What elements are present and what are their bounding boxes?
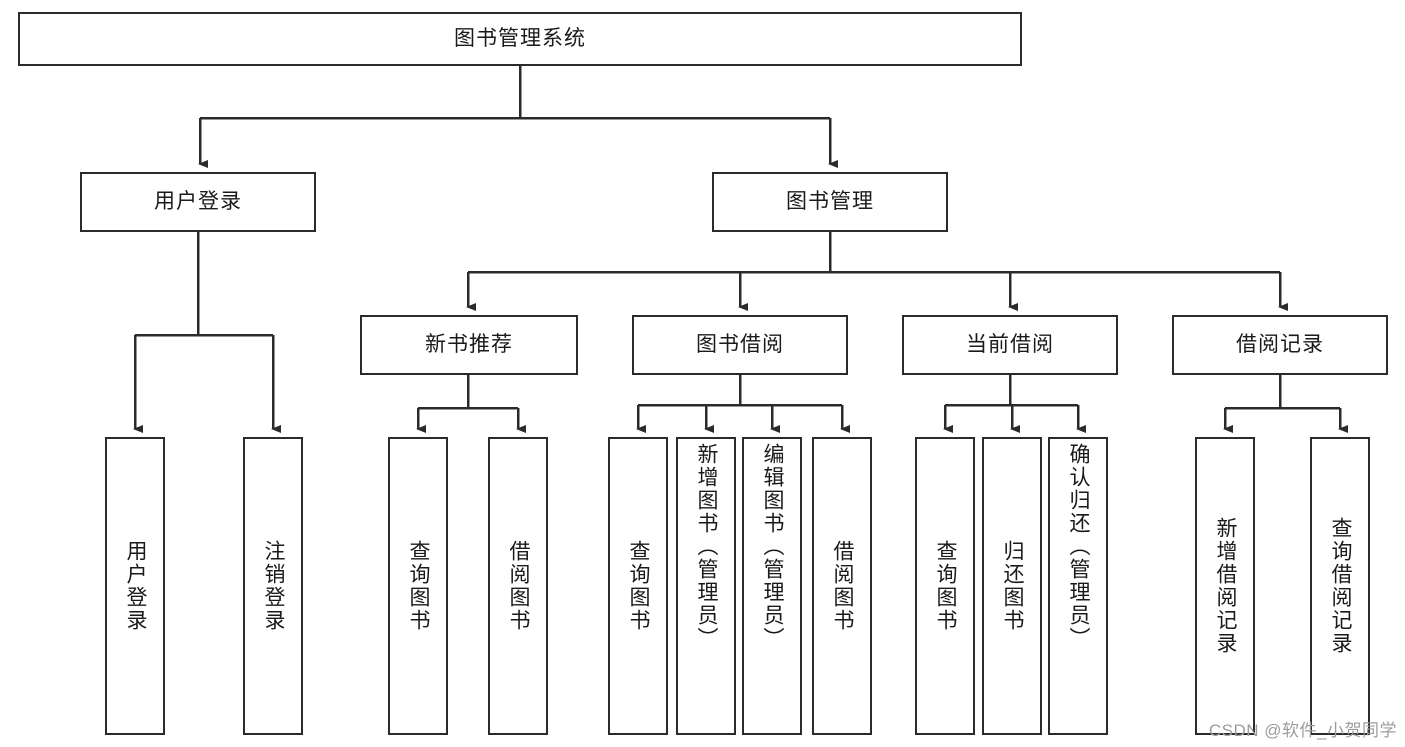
- node-label: 用户登录: [154, 190, 242, 214]
- leaf-user-login[interactable]: 用户登录: [105, 437, 165, 735]
- node-root-system[interactable]: 图书管理系统: [18, 12, 1022, 66]
- node-label: 借阅图书: [507, 540, 531, 632]
- node-label: 借阅图书: [831, 540, 855, 632]
- node-user-login[interactable]: 用户登录: [80, 172, 316, 232]
- node-label: 新增借阅记录: [1214, 517, 1238, 655]
- leaf-edit-book-admin[interactable]: 编辑图书（管理员）: [742, 437, 802, 735]
- node-borrow-record[interactable]: 借阅记录: [1172, 315, 1388, 375]
- node-label: 编辑图书（管理员）: [761, 443, 785, 650]
- leaf-borrow-book-new[interactable]: 借阅图书: [488, 437, 548, 735]
- node-label: 用户登录: [124, 540, 148, 632]
- node-label: 借阅记录: [1236, 333, 1324, 357]
- leaf-query-book-new[interactable]: 查询图书: [388, 437, 448, 735]
- node-label: 查询图书: [934, 540, 958, 632]
- leaf-borrow-book[interactable]: 借阅图书: [812, 437, 872, 735]
- node-label: 查询图书: [627, 540, 651, 632]
- leaf-query-book-current[interactable]: 查询图书: [915, 437, 975, 735]
- node-current-borrow[interactable]: 当前借阅: [902, 315, 1118, 375]
- leaf-confirm-return-admin[interactable]: 确认归还（管理员）: [1048, 437, 1108, 735]
- node-label: 图书管理: [786, 190, 874, 214]
- node-label: 确认归还（管理员）: [1067, 443, 1091, 650]
- node-label: 查询借阅记录: [1329, 517, 1353, 655]
- leaf-query-book-borrow[interactable]: 查询图书: [608, 437, 668, 735]
- node-label: 注销登录: [262, 540, 286, 632]
- node-label: 图书借阅: [696, 333, 784, 357]
- node-label: 新增图书（管理员）: [695, 443, 719, 650]
- node-label: 归还图书: [1001, 540, 1025, 632]
- leaf-logout[interactable]: 注销登录: [243, 437, 303, 735]
- node-book-borrow[interactable]: 图书借阅: [632, 315, 848, 375]
- node-label: 新书推荐: [425, 333, 513, 357]
- node-book-management[interactable]: 图书管理: [712, 172, 948, 232]
- watermark-text: CSDN @软件_小贺同学: [1208, 721, 1397, 740]
- node-label: 查询图书: [407, 540, 431, 632]
- node-label: 当前借阅: [966, 333, 1054, 357]
- leaf-return-book[interactable]: 归还图书: [982, 437, 1042, 735]
- leaf-query-borrow-record[interactable]: 查询借阅记录: [1310, 437, 1370, 735]
- node-label: 图书管理系统: [454, 27, 586, 51]
- leaf-add-book-admin[interactable]: 新增图书（管理员）: [676, 437, 736, 735]
- node-new-book-recommend[interactable]: 新书推荐: [360, 315, 578, 375]
- leaf-add-borrow-record[interactable]: 新增借阅记录: [1195, 437, 1255, 735]
